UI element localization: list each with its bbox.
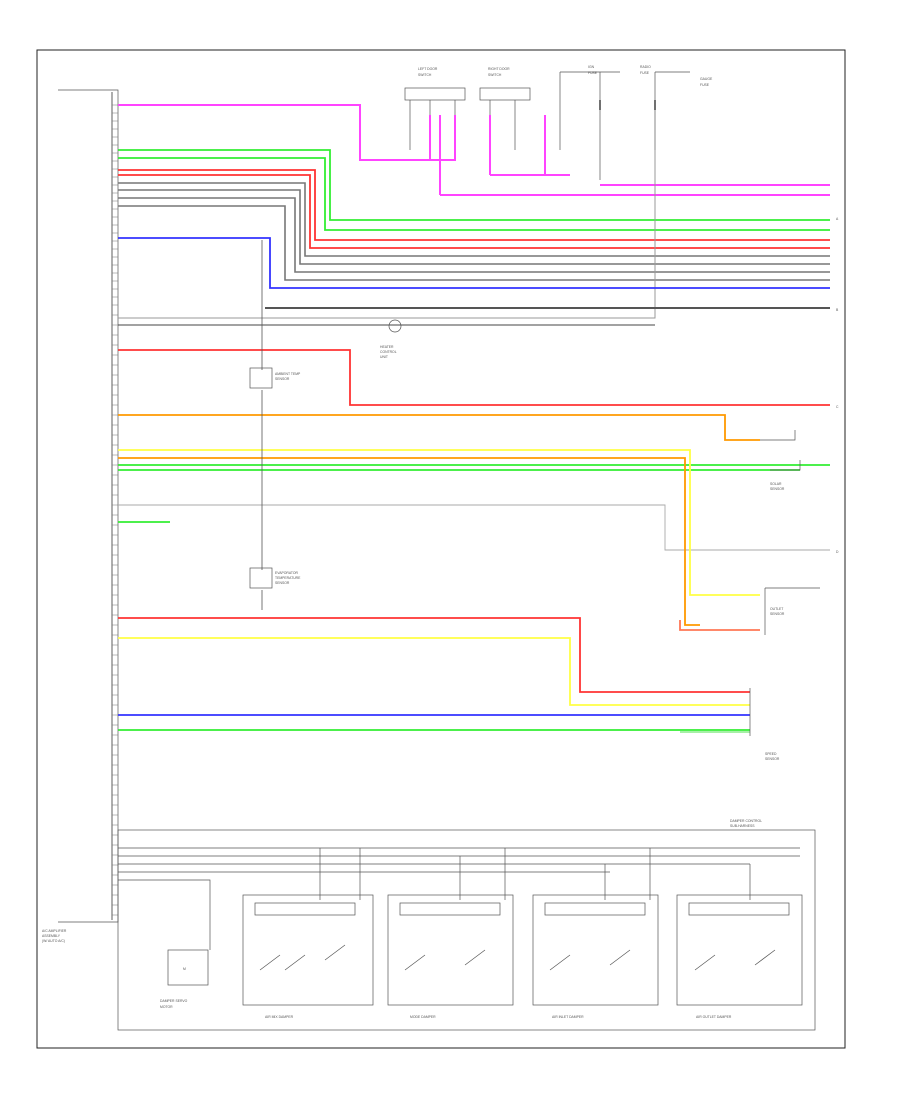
svg-text:(W/ AUTO A/C): (W/ AUTO A/C): [42, 939, 65, 943]
svg-text:SPEED: SPEED: [765, 752, 777, 756]
svg-text:SUB-HARNESS: SUB-HARNESS: [730, 824, 755, 828]
amplifier-pins: [112, 104, 118, 916]
pink-wires: [118, 104, 830, 196]
svg-text:GAUGE: GAUGE: [700, 77, 713, 81]
amplifier-label: A/C AMPLIFIER: [42, 929, 67, 933]
svg-text:DAMPER CONTROL: DAMPER CONTROL: [730, 819, 762, 823]
svg-text:ASSEMBLY: ASSEMBLY: [42, 934, 61, 938]
svg-text:MOTOR: MOTOR: [160, 1005, 173, 1009]
svg-text:SENSOR: SENSOR: [275, 377, 290, 381]
damper-harness: DAMPER CONTROL SUB-HARNESS: [117, 819, 816, 1031]
right-refs: A B C D: [836, 217, 839, 554]
damper-servo-block: M DAMPER SERVO MOTOR: [160, 949, 209, 1009]
damper-air-outlet: AIR OUTLET DAMPER: [676, 894, 803, 1019]
amplifier-outline: [58, 89, 119, 923]
svg-text:SWITCH: SWITCH: [488, 73, 502, 77]
solar-sensor: SOLAR SENSOR: [760, 430, 801, 491]
svg-text:SENSOR: SENSOR: [770, 487, 785, 491]
top-switches: LEFT DOOR SWITCH RIGHT DOOR SWITCH IGN F…: [404, 65, 713, 180]
gray-wires: [118, 150, 830, 551]
svg-text:SENSOR: SENSOR: [275, 581, 290, 585]
svg-text:MODE DAMPER: MODE DAMPER: [410, 1015, 436, 1019]
svg-text:FUSE: FUSE: [588, 71, 598, 75]
svg-text:DAMPER SERVO: DAMPER SERVO: [160, 999, 188, 1003]
svg-text:SENSOR: SENSOR: [770, 612, 785, 616]
svg-text:SENSOR: SENSOR: [765, 757, 780, 761]
svg-text:M: M: [183, 967, 186, 971]
diagram-frame: [36, 49, 846, 1049]
ambient-sensor: AMBIENT TEMP SENSOR: [249, 367, 301, 389]
svg-text:IGN: IGN: [588, 65, 595, 69]
center-unit: HEATER CONTROL UNIT: [380, 319, 402, 359]
svg-text:AIR MIX DAMPER: AIR MIX DAMPER: [265, 1015, 294, 1019]
svg-text:RIGHT DOOR: RIGHT DOOR: [488, 67, 510, 71]
svg-text:B: B: [836, 308, 839, 312]
svg-text:FUSE: FUSE: [700, 83, 710, 87]
svg-text:RADIO: RADIO: [640, 65, 651, 69]
damper-air-mix: AIR MIX DAMPER: [242, 894, 374, 1019]
svg-text:AIR OUTLET DAMPER: AIR OUTLET DAMPER: [696, 1015, 732, 1019]
damper-mode: MODE DAMPER: [387, 894, 514, 1019]
orange-wires: [118, 414, 760, 626]
yellow-wires: [118, 449, 760, 706]
svg-text:LEFT DOOR: LEFT DOOR: [418, 67, 438, 71]
evap-sensor: EVAPORATOR TEMPERATURE SENSOR: [249, 567, 301, 589]
red-wires: [118, 169, 830, 693]
svg-text:A: A: [836, 217, 839, 221]
right-door-switch: [479, 87, 531, 101]
svg-text:AMBIENT TEMP: AMBIENT TEMP: [275, 372, 301, 376]
svg-text:OUTLET: OUTLET: [770, 607, 783, 611]
svg-text:HEATER: HEATER: [380, 345, 394, 349]
svg-text:D: D: [836, 550, 839, 554]
green-wires: [118, 149, 830, 733]
svg-text:EVAPORATOR: EVAPORATOR: [275, 571, 299, 575]
svg-text:SOLAR: SOLAR: [770, 482, 782, 486]
svg-text:SWITCH: SWITCH: [418, 73, 432, 77]
blue-wires: [118, 237, 830, 716]
svg-text:TEMPERATURE: TEMPERATURE: [275, 576, 301, 580]
speed-sensor: SPEED SENSOR: [749, 688, 780, 761]
damper-air-inlet: AIR INLET DAMPER: [532, 894, 659, 1019]
svg-text:FUSE: FUSE: [640, 71, 650, 75]
svg-text:C: C: [836, 405, 839, 409]
svg-text:UNIT: UNIT: [380, 355, 388, 359]
left-door-switch: [404, 87, 466, 101]
outlet-sensor: OUTLET SENSOR: [764, 587, 820, 635]
svg-text:AIR INLET DAMPER: AIR INLET DAMPER: [552, 1015, 584, 1019]
svg-text:CONTROL: CONTROL: [380, 350, 397, 354]
